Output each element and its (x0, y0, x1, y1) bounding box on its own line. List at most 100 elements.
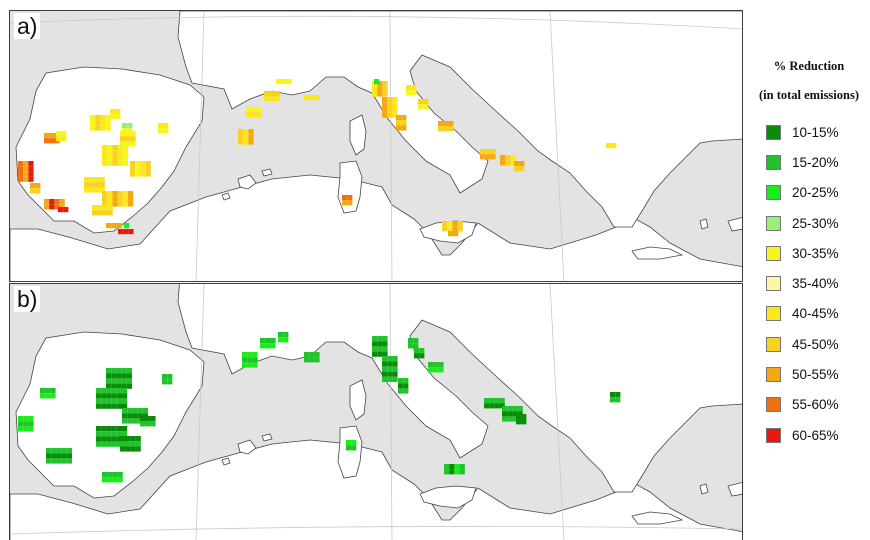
reduction-cell (102, 205, 108, 211)
reduction-cell (377, 341, 383, 347)
reduction-cell (28, 416, 34, 422)
reduction-cell (112, 191, 118, 197)
reduction-cell (372, 91, 378, 97)
reduction-cell (480, 154, 486, 160)
reduction-cell (117, 191, 123, 197)
reduction-cell (499, 398, 505, 404)
reduction-cell (94, 187, 100, 193)
reduction-cell (314, 357, 320, 363)
reduction-cell (443, 126, 449, 132)
reduction-cell (121, 368, 127, 374)
reduction-cell (130, 131, 136, 137)
legend-label: 40-45% (792, 306, 839, 322)
reduction-cell (392, 376, 398, 382)
reduction-cell (111, 373, 117, 379)
reduction-cell (382, 361, 388, 367)
reduction-cell (382, 107, 388, 113)
legend-item: 10-15% (766, 117, 868, 147)
reduction-cell (372, 341, 378, 347)
reduction-cell (96, 388, 102, 394)
reduction-cell (135, 436, 141, 442)
reduction-cell (283, 332, 289, 338)
reduction-cell (106, 403, 112, 409)
reduction-cell (278, 337, 284, 343)
reduction-cell (377, 346, 383, 352)
reduction-cell (106, 388, 112, 394)
reduction-cell (606, 143, 612, 149)
reduction-cell (122, 196, 128, 202)
reduction-cell (382, 102, 388, 108)
reduction-cell (382, 86, 388, 92)
reduction-cell (382, 97, 388, 103)
reduction-cell (132, 413, 138, 419)
reduction-cell (116, 426, 122, 432)
reduction-cell (66, 453, 72, 459)
reduction-cell (117, 155, 123, 161)
reduction-cell (374, 79, 380, 85)
reduction-cell (106, 431, 112, 437)
reduction-cell (46, 458, 52, 464)
reduction-cell (449, 469, 455, 475)
reduction-cell (406, 85, 412, 91)
reduction-cell (403, 378, 409, 384)
reduction-cell (61, 131, 67, 137)
reduction-cell (140, 171, 146, 177)
reduction-cell (372, 351, 378, 357)
reduction-cell (45, 393, 51, 399)
reduction-cell (238, 129, 244, 135)
reduction-cell (346, 445, 352, 451)
reduction-cell (377, 91, 383, 97)
reduction-cell (242, 357, 248, 363)
reduction-cell (127, 123, 133, 129)
reduction-cell (96, 441, 102, 447)
reduction-cell (101, 393, 107, 399)
reduction-cell (122, 398, 128, 404)
reduction-cell (123, 229, 129, 235)
reduction-cell (457, 221, 463, 227)
reduction-cell (101, 426, 107, 432)
reduction-cell (122, 408, 128, 414)
legend-label: 60-65% (792, 427, 839, 443)
reduction-cell (145, 416, 151, 422)
reduction-cell (107, 210, 113, 216)
reduction-cell (96, 431, 102, 437)
reduction-cell (110, 114, 116, 120)
graticule-line (389, 284, 393, 540)
legend-label: 20-25% (792, 185, 839, 201)
reduction-cell (130, 141, 136, 147)
reduction-cell (485, 154, 491, 160)
reduction-cell (122, 155, 128, 161)
reduction-cell (423, 99, 429, 105)
reduction-cell (403, 383, 409, 389)
reduction-cell (252, 362, 258, 368)
reduction-cell (243, 134, 249, 140)
reduction-cell (112, 477, 118, 483)
reduction-cell (126, 378, 132, 384)
reduction-cell (516, 414, 522, 420)
reduction-cell (372, 86, 378, 92)
reduction-cell (122, 160, 128, 166)
reduction-cell (382, 112, 388, 118)
reduction-cell (102, 191, 108, 197)
reduction-cell (516, 419, 522, 425)
reduction-cell (112, 155, 118, 161)
reduction-cell (127, 128, 133, 134)
reduction-cell (414, 348, 420, 354)
reduction-cell (459, 464, 465, 470)
reduction-cell (107, 145, 113, 151)
reduction-cell (502, 406, 508, 412)
reduction-cell (51, 458, 57, 464)
reduction-cell (117, 160, 123, 166)
reduction-cell (387, 356, 393, 362)
reduction-cell (49, 199, 55, 205)
reduction-cell (122, 145, 128, 151)
reduction-cell (107, 196, 113, 202)
reduction-cell (92, 205, 98, 211)
reduction-cell (54, 199, 60, 205)
reduction-cell (106, 398, 112, 404)
reduction-cell (111, 436, 117, 442)
reduction-cell (242, 352, 248, 358)
reduction-cell (46, 448, 52, 454)
reduction-cell (309, 357, 315, 363)
reduction-cell (102, 210, 108, 216)
